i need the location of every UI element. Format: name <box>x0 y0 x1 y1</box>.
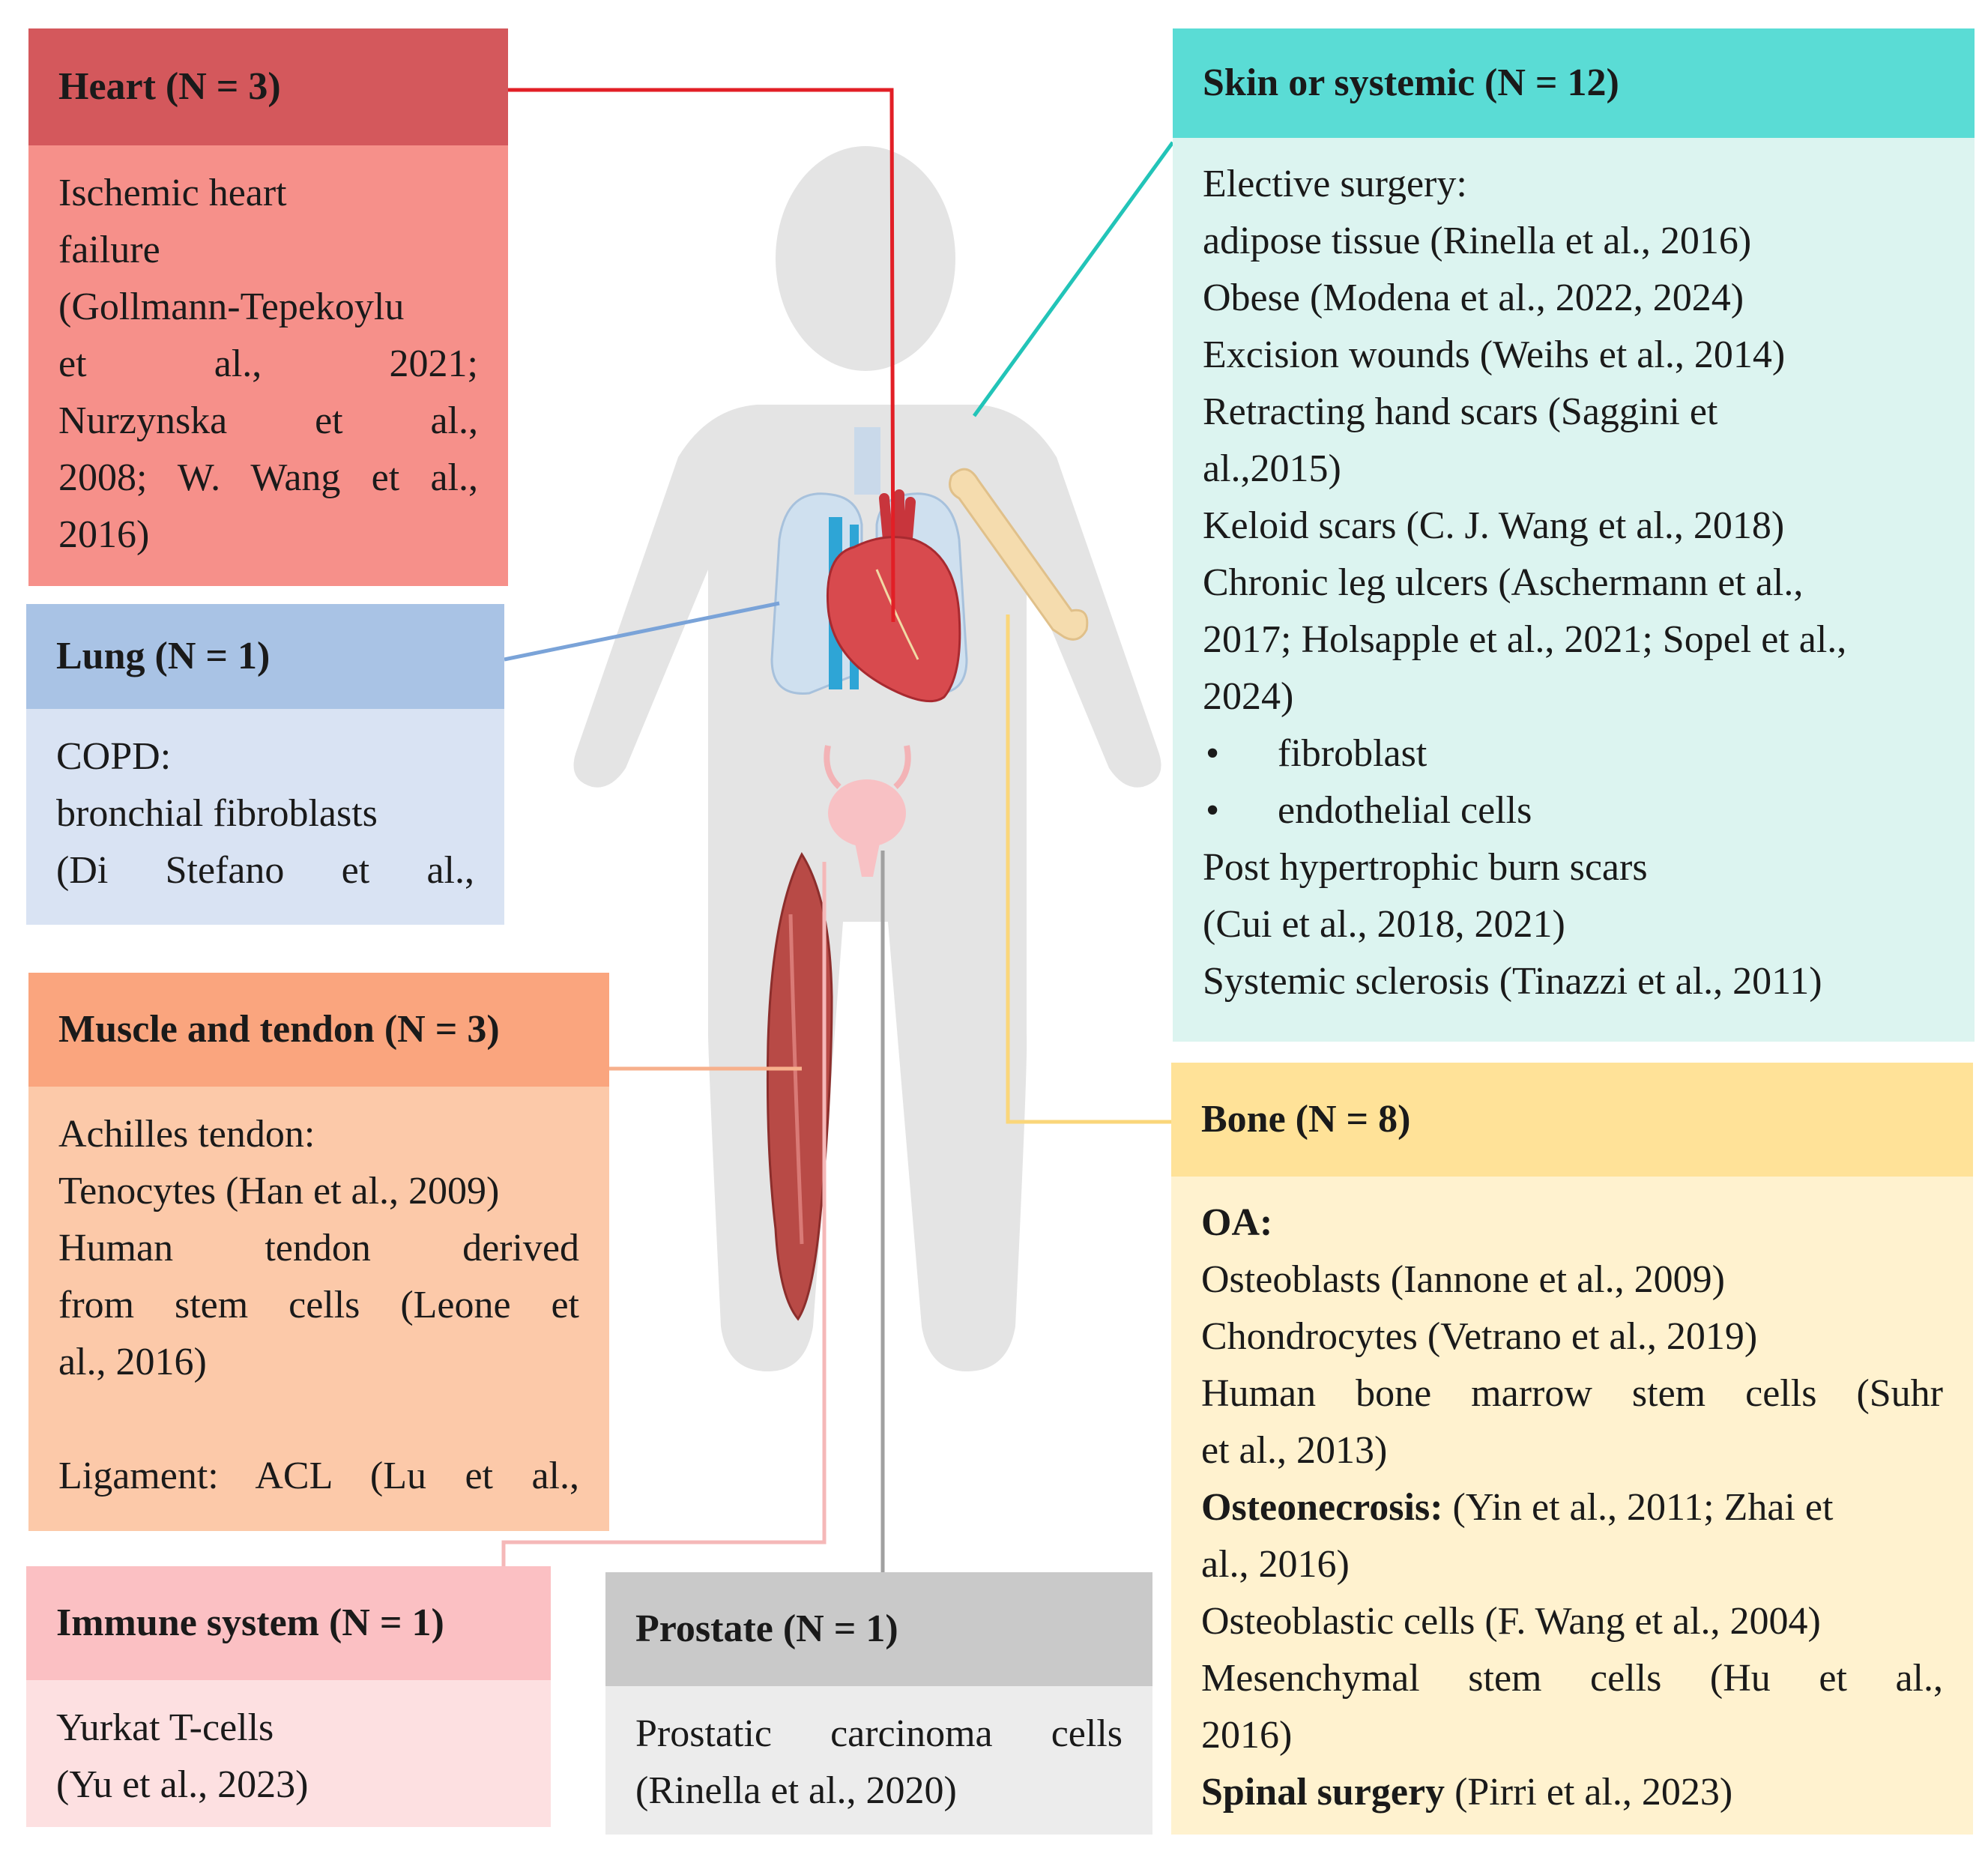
bone-line: Osteoblasts (Iannone et al., 2009) <box>1201 1258 1725 1301</box>
skin-bullet-item: fibroblast <box>1203 725 1945 782</box>
immune-text: Yurkat T-cells (Yu et al., 2023) <box>26 1680 551 1827</box>
bone-spinal-text: (Pirri et al., 2023) <box>1445 1771 1733 1814</box>
lung-text: COPD: bronchial fibroblasts (Di Stefano … <box>26 709 504 925</box>
skin-text: Elective surgery: adipose tissue (Rinell… <box>1173 138 1975 1042</box>
bone-spinal-line: Spinal surgery (Pirri et al., 2023) <box>1201 1764 1943 1821</box>
bone-box: Bone (N = 8) OA: Osteoblasts (Iannone et… <box>1171 1063 1973 1835</box>
skin-line: Elective surgery: <box>1203 163 1467 205</box>
skin-bullet-item: endothelial cells <box>1203 782 1945 839</box>
skin-line: Keloid scars (C. J. Wang et al., 2018) <box>1203 504 1785 547</box>
heart-connector <box>508 88 895 623</box>
heart-line: 2016) <box>58 513 150 556</box>
immune-line: (Yu et al., 2023) <box>56 1763 309 1806</box>
bone-connector <box>1006 615 1171 1124</box>
bone-line: Chondrocytes (Vetrano et al., 2019) <box>1201 1315 1758 1358</box>
lung-box: Lung (N = 1) COPD: bronchial fibroblasts… <box>26 604 504 925</box>
human-silhouette <box>573 146 1161 1371</box>
connector-lines <box>501 88 1175 1572</box>
bone-spinal-label: Spinal surgery <box>1201 1771 1445 1814</box>
heart-box: Heart (N = 3) Ischemic heart failure (Go… <box>28 28 508 586</box>
bone-icon <box>949 468 1089 641</box>
skin-line: Systemic sclerosis (Tinazzi et al., 2011… <box>1203 960 1822 1003</box>
heart-line: et al., 2021; <box>58 342 478 385</box>
muscle-line: Ligament: ACL (Lu et al., <box>58 1455 579 1497</box>
lung-title: Lung (N = 1) <box>26 604 504 709</box>
skin-line: 2024) <box>1203 675 1294 718</box>
bone-line: et al., 2013) <box>1201 1429 1388 1472</box>
muscle-line: Achilles tendon: <box>58 1113 315 1156</box>
bladder-icon <box>824 745 911 877</box>
bone-line: 2016) <box>1201 1714 1293 1757</box>
skin-line: 2017; Holsapple et al., 2021; Sopel et a… <box>1203 618 1847 661</box>
immune-line: Yurkat T-cells <box>56 1706 274 1749</box>
skin-line: Retracting hand scars (Saggini et <box>1203 390 1718 433</box>
skin-line: (Cui et al., 2018, 2021) <box>1203 903 1565 946</box>
immune-title: Immune system (N = 1) <box>26 1566 551 1680</box>
skin-line: Post hypertrophic burn scars <box>1203 846 1648 889</box>
prostate-title: Prostate (N = 1) <box>605 1572 1152 1686</box>
prostate-text: Prostatic carcinoma cells (Rinella et al… <box>605 1686 1152 1835</box>
bone-oa-label: OA: <box>1201 1201 1273 1244</box>
muscle-tendon-box: Muscle and tendon (N = 3) Achilles tendo… <box>28 973 609 1531</box>
prostate-line: (Rinella et al., 2020) <box>635 1769 957 1812</box>
bone-line: Osteoblastic cells (F. Wang et al., 2004… <box>1201 1600 1821 1643</box>
lung-line: (Di Stefano et al., <box>56 849 474 892</box>
bone-line: Mesenchymal stem cells (Hu et al., <box>1201 1657 1943 1700</box>
muscle-text: Achilles tendon: Tenocytes (Han et al., … <box>28 1087 609 1531</box>
skin-line: Excision wounds (Weihs et al., 2014) <box>1203 333 1786 376</box>
immune-system-box: Immune system (N = 1) Yurkat T-cells (Yu… <box>26 1566 551 1827</box>
heart-line: Ischemic heart <box>58 172 287 214</box>
skin-systemic-box: Skin or systemic (N = 12) Elective surge… <box>1173 28 1975 1042</box>
bone-osteonecrosis-line: Osteonecrosis: (Yin et al., 2011; Zhai e… <box>1201 1479 1943 1536</box>
skin-line: adipose tissue (Rinella et al., 2016) <box>1203 220 1752 262</box>
prostate-line: Prostatic carcinoma cells <box>635 1712 1123 1755</box>
heart-line: 2008; W. Wang et al., <box>58 456 478 499</box>
bone-title: Bone (N = 8) <box>1171 1063 1973 1177</box>
skin-line: Obese (Modena et al., 2022, 2024) <box>1203 277 1744 319</box>
heart-line: (Gollmann-Tepekoylu <box>58 286 405 328</box>
skin-connector <box>972 141 1175 417</box>
muscle-line: Human tendon derived <box>58 1227 579 1269</box>
bone-osteonecrosis-label: Osteonecrosis: <box>1201 1486 1443 1529</box>
immune-connector <box>501 862 827 1566</box>
lung-connector <box>504 601 780 662</box>
skin-title: Skin or systemic (N = 12) <box>1173 28 1975 138</box>
muscle-line: from stem cells (Leone et <box>58 1284 579 1326</box>
skin-line: Chronic leg ulcers (Aschermann et al., <box>1203 561 1804 604</box>
skin-line: al.,2015) <box>1203 447 1341 490</box>
lung-line: bronchial fibroblasts <box>56 792 378 835</box>
heart-text: Ischemic heart failure (Gollmann-Tepekoy… <box>28 145 508 586</box>
bone-line: al., 2016) <box>1201 1543 1350 1586</box>
bone-text: OA: Osteoblasts (Iannone et al., 2009) C… <box>1171 1177 1973 1835</box>
bone-osteonecrosis-text: (Yin et al., 2011; Zhai et <box>1442 1486 1834 1529</box>
muscle-line: Tenocytes (Han et al., 2009) <box>58 1170 500 1213</box>
muscle-spacer <box>58 1391 579 1448</box>
lung-line: COPD: <box>56 735 172 778</box>
bone-line: Human bone marrow stem cells (Suhr <box>1201 1372 1943 1415</box>
heart-line: failure <box>58 229 160 271</box>
muscle-icon <box>766 851 833 1321</box>
muscle-title: Muscle and tendon (N = 3) <box>28 973 609 1087</box>
prostate-box: Prostate (N = 1) Prostatic carcinoma cel… <box>605 1572 1152 1835</box>
heart-title: Heart (N = 3) <box>28 28 508 145</box>
heart-line: Nurzynska et al., <box>58 399 478 442</box>
muscle-line: al., 2016) <box>58 1341 207 1383</box>
